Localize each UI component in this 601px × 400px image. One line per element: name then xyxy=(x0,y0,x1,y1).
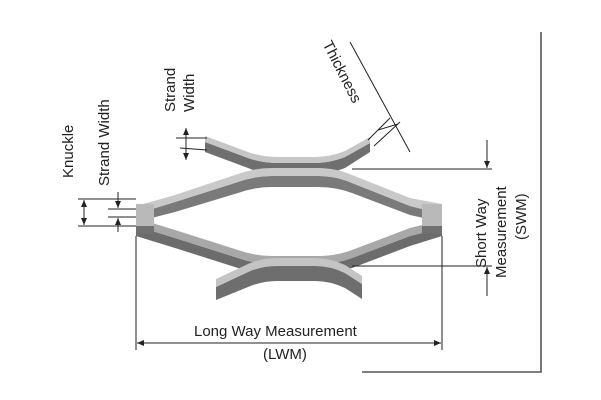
swm-label-3: (SWM) xyxy=(513,193,530,240)
swm-label-2: Measurement xyxy=(493,186,510,278)
strand-width-top-label-1: Strand xyxy=(162,67,179,112)
top-strand xyxy=(205,136,370,174)
mesh-strands xyxy=(136,136,442,300)
left-knuckle xyxy=(136,204,154,234)
lwm-label-2: (LWM) xyxy=(263,346,307,363)
strand-width-top-ext-2 xyxy=(179,147,208,151)
thickness-dim xyxy=(377,123,399,131)
thickness-ext-1 xyxy=(367,117,391,141)
frame-line xyxy=(362,32,542,373)
right-knuckle xyxy=(422,204,442,234)
knuckle-label: Knuckle xyxy=(60,124,77,178)
bottom-strand xyxy=(216,258,362,300)
thickness-ext-2 xyxy=(373,121,401,147)
thickness-leader xyxy=(349,41,411,153)
dimension-lines xyxy=(78,41,492,350)
lwm-label-1: Long Way Measurement xyxy=(194,323,357,340)
strand-width-left-label: Strand Width xyxy=(96,99,113,186)
lower-diamond-strand xyxy=(136,218,442,274)
swm-label-1: Short Way xyxy=(473,198,490,268)
upper-diamond-strand xyxy=(136,168,442,222)
strand-width-top-label-2: Width xyxy=(181,73,198,112)
